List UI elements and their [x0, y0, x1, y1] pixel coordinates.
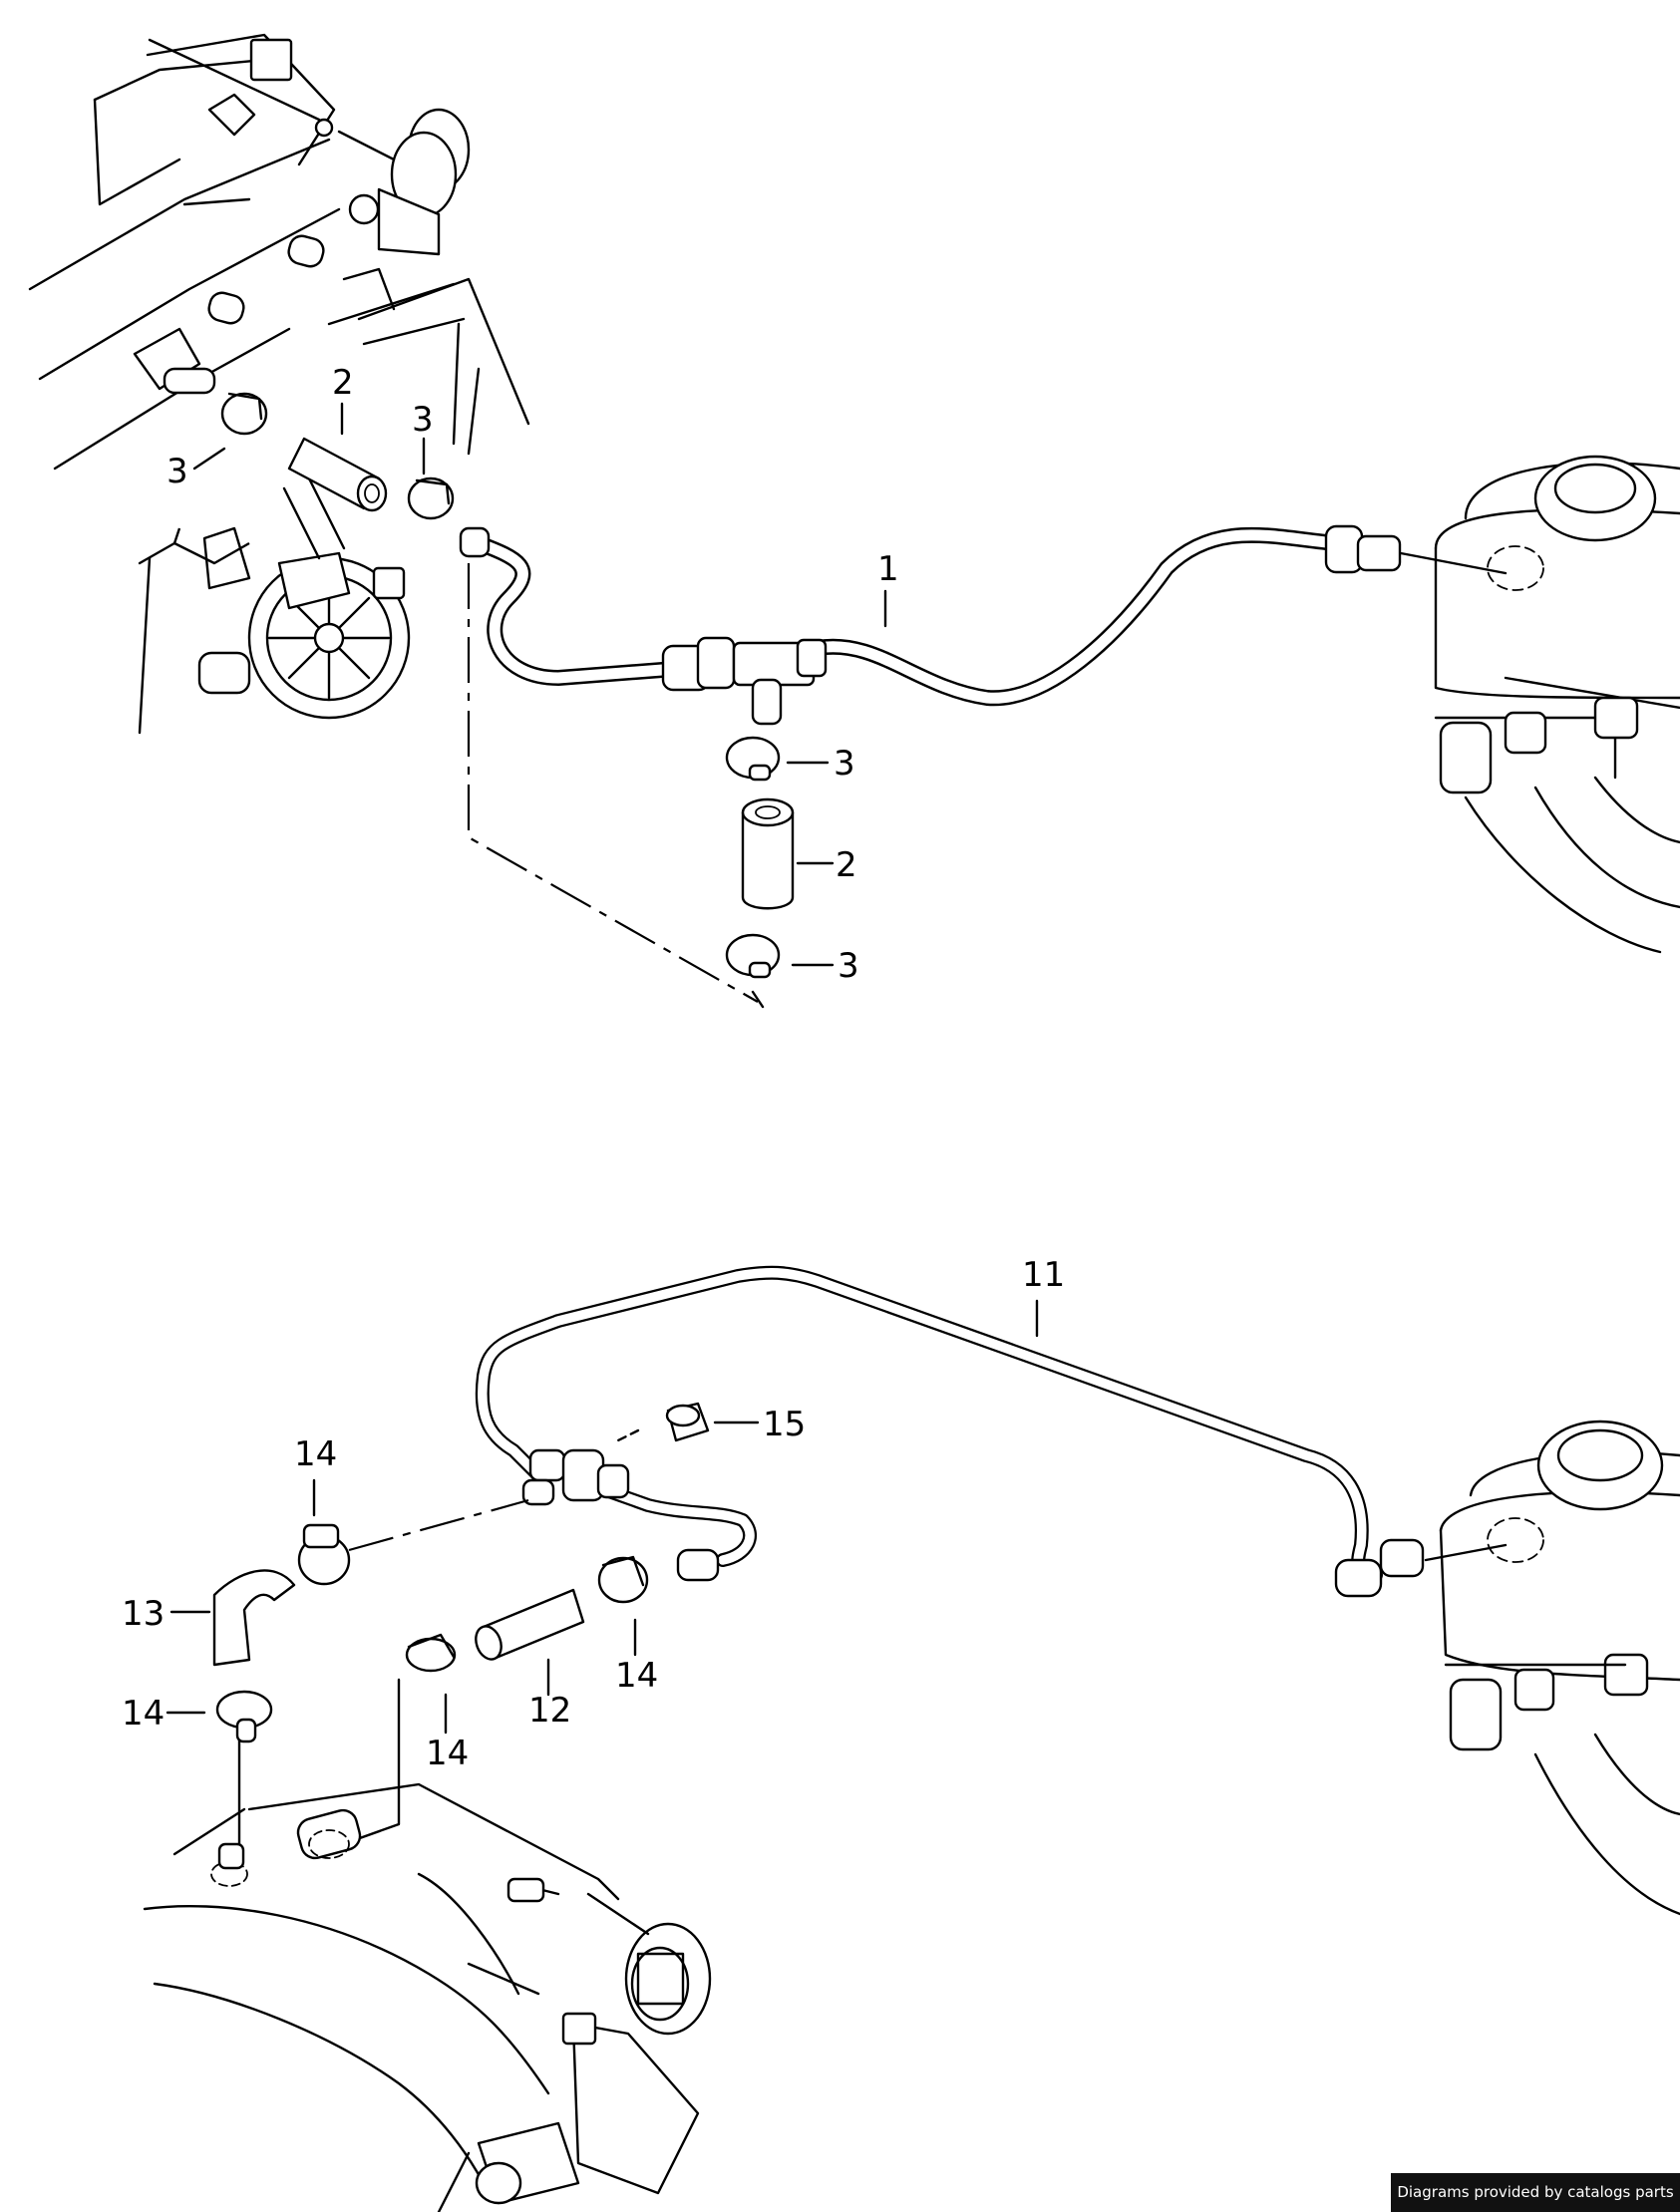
callout-leaders — [166, 402, 1039, 1735]
leader-line-top — [467, 563, 759, 1003]
clamp-14-right — [597, 1555, 649, 1604]
callouts: 1 2 3 3 3 2 3 11 15 14 13 14 12 14 14 — [122, 363, 1065, 1773]
brake-booster-top — [1399, 455, 1680, 954]
clamp-3-left — [220, 392, 268, 436]
callout-1: 1 — [877, 549, 899, 589]
callout-14-left: 14 — [122, 1694, 165, 1734]
callout-14-middle: 14 — [426, 1734, 469, 1773]
clamp-3-upper-stack — [725, 736, 781, 782]
elbow-hose-13 — [212, 1569, 296, 1667]
callout-2-stack: 2 — [836, 845, 857, 885]
brake-booster-bottom — [1424, 1420, 1680, 1916]
clamp-14-lower-left — [215, 1690, 273, 1743]
clamp-3-mid — [407, 476, 455, 520]
pressure-valve-top — [314, 108, 471, 256]
callout-14-right: 14 — [615, 1656, 658, 1696]
clamp-14-upper — [297, 1523, 351, 1586]
hose-piece-2-stack — [741, 797, 795, 910]
hose-piece-2-top-left — [287, 437, 388, 512]
vacuum-pump — [138, 476, 411, 735]
callout-3-stack-upper: 3 — [834, 744, 855, 784]
vacuum-pipe-11 — [475, 1265, 1425, 1598]
vacuum-hose-1 — [459, 524, 1402, 726]
clamp-14-middle — [405, 1633, 457, 1673]
callout-14-upper: 14 — [294, 1434, 337, 1474]
callout-11: 11 — [1022, 1255, 1065, 1295]
cap-15 — [616, 1402, 710, 1442]
callout-13: 13 — [122, 1594, 165, 1634]
callout-3-left: 3 — [167, 452, 188, 491]
callout-2-top: 2 — [332, 363, 354, 403]
footer-credit-badge: Diagrams provided by catalogs parts — [1391, 2173, 1680, 2212]
leader-line-bottom — [348, 1498, 529, 1552]
bottom-assembly — [143, 1265, 1680, 2212]
clamp-3-lower-stack — [725, 933, 781, 979]
callout-12: 12 — [528, 1691, 571, 1731]
callout-15: 15 — [763, 1405, 806, 1444]
intake-manifold-top — [28, 33, 530, 471]
callout-3-stack-lower: 3 — [838, 946, 859, 986]
hose-piece-12 — [475, 1588, 585, 1661]
top-assembly — [28, 33, 1680, 1009]
intake-manifold-bottom — [143, 1782, 712, 2212]
callout-3-top: 3 — [412, 400, 434, 440]
